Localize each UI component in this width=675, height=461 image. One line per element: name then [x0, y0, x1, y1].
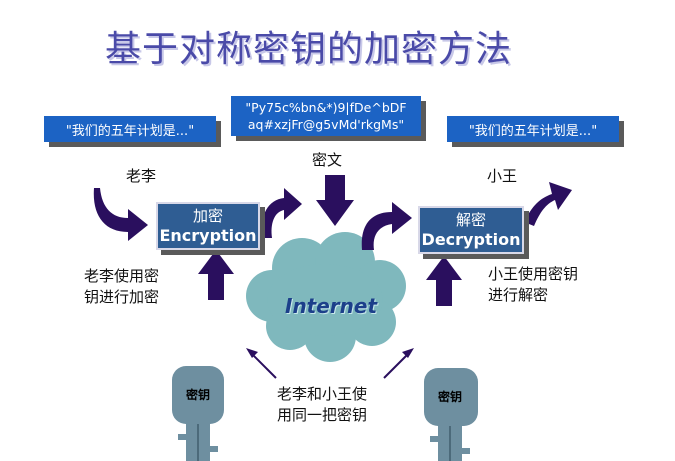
ciphertext-line-1: "Py75c%bn&*)9|fDe^bDF	[245, 100, 407, 115]
plaintext-right-text: "我们的五年计划是..."	[468, 123, 598, 139]
shared-key-caption-line-2: 用同一把密钥	[277, 406, 368, 424]
encryption-label-en: Encryption	[159, 226, 257, 245]
encryption-box: 加密 Encryption	[156, 202, 260, 250]
sender-key-caption-line-1: 老李使用密	[84, 267, 160, 285]
decryption-label-en: Decryption	[421, 230, 521, 249]
receiver-key-caption-line-2: 进行解密	[488, 286, 549, 304]
encryption-label-cn: 加密	[192, 207, 223, 225]
arrow-into-decrypt	[361, 202, 412, 250]
ciphertext-line-2: aq#xzjFr@g5vMd'rkgMs"	[247, 117, 405, 132]
decryption-box: 解密 Decryption	[418, 206, 524, 254]
arrow-decrypt-to-receiver	[524, 182, 572, 226]
arrow-ciphertext-down	[316, 175, 354, 226]
sender-key-caption-line-2: 钥进行加密	[84, 288, 160, 306]
arrow-shared-key-right	[383, 348, 414, 379]
arrow-receiver-key-up	[426, 256, 462, 306]
key-icon-right	[424, 368, 478, 461]
sender-key-caption: 老李使用密 钥进行加密	[84, 266, 159, 308]
receiver-key-caption: 小王使用密钥 进行解密	[488, 264, 578, 306]
shared-key-caption: 老李和小王使 用同一把密钥	[277, 384, 367, 426]
arrow-shared-key-left	[246, 348, 277, 379]
ciphertext-box: "Py75c%bn&*)9|fDe^bDF aq#xzjFr@g5vMd'rkg…	[231, 96, 421, 136]
shared-key-caption-line-1: 老李和小王使	[277, 385, 368, 403]
decryption-label-cn: 解密	[455, 211, 486, 229]
key-left-label: 密钥	[186, 388, 211, 402]
arrow-sender-key-up	[198, 250, 234, 300]
arrow-sender-to-encrypt	[93, 188, 148, 241]
plaintext-box-left: "我们的五年计划是..."	[44, 116, 216, 142]
plaintext-box-right: "我们的五年计划是..."	[447, 116, 619, 142]
sender-label: 老李	[126, 167, 157, 185]
key-icon-left	[172, 366, 224, 461]
internet-label: Internet	[285, 294, 378, 318]
arrow-encrypt-up	[261, 188, 302, 238]
receiver-key-caption-line-1: 小王使用密钥	[488, 265, 579, 283]
receiver-label: 小王	[487, 167, 518, 185]
key-right-label: 密钥	[438, 390, 463, 404]
plaintext-left-text: "我们的五年计划是..."	[65, 123, 195, 139]
internet-cloud	[246, 232, 406, 362]
ciphertext-label: 密文	[312, 151, 343, 169]
page-title: 基于对称密钥的加密方法	[105, 29, 513, 70]
